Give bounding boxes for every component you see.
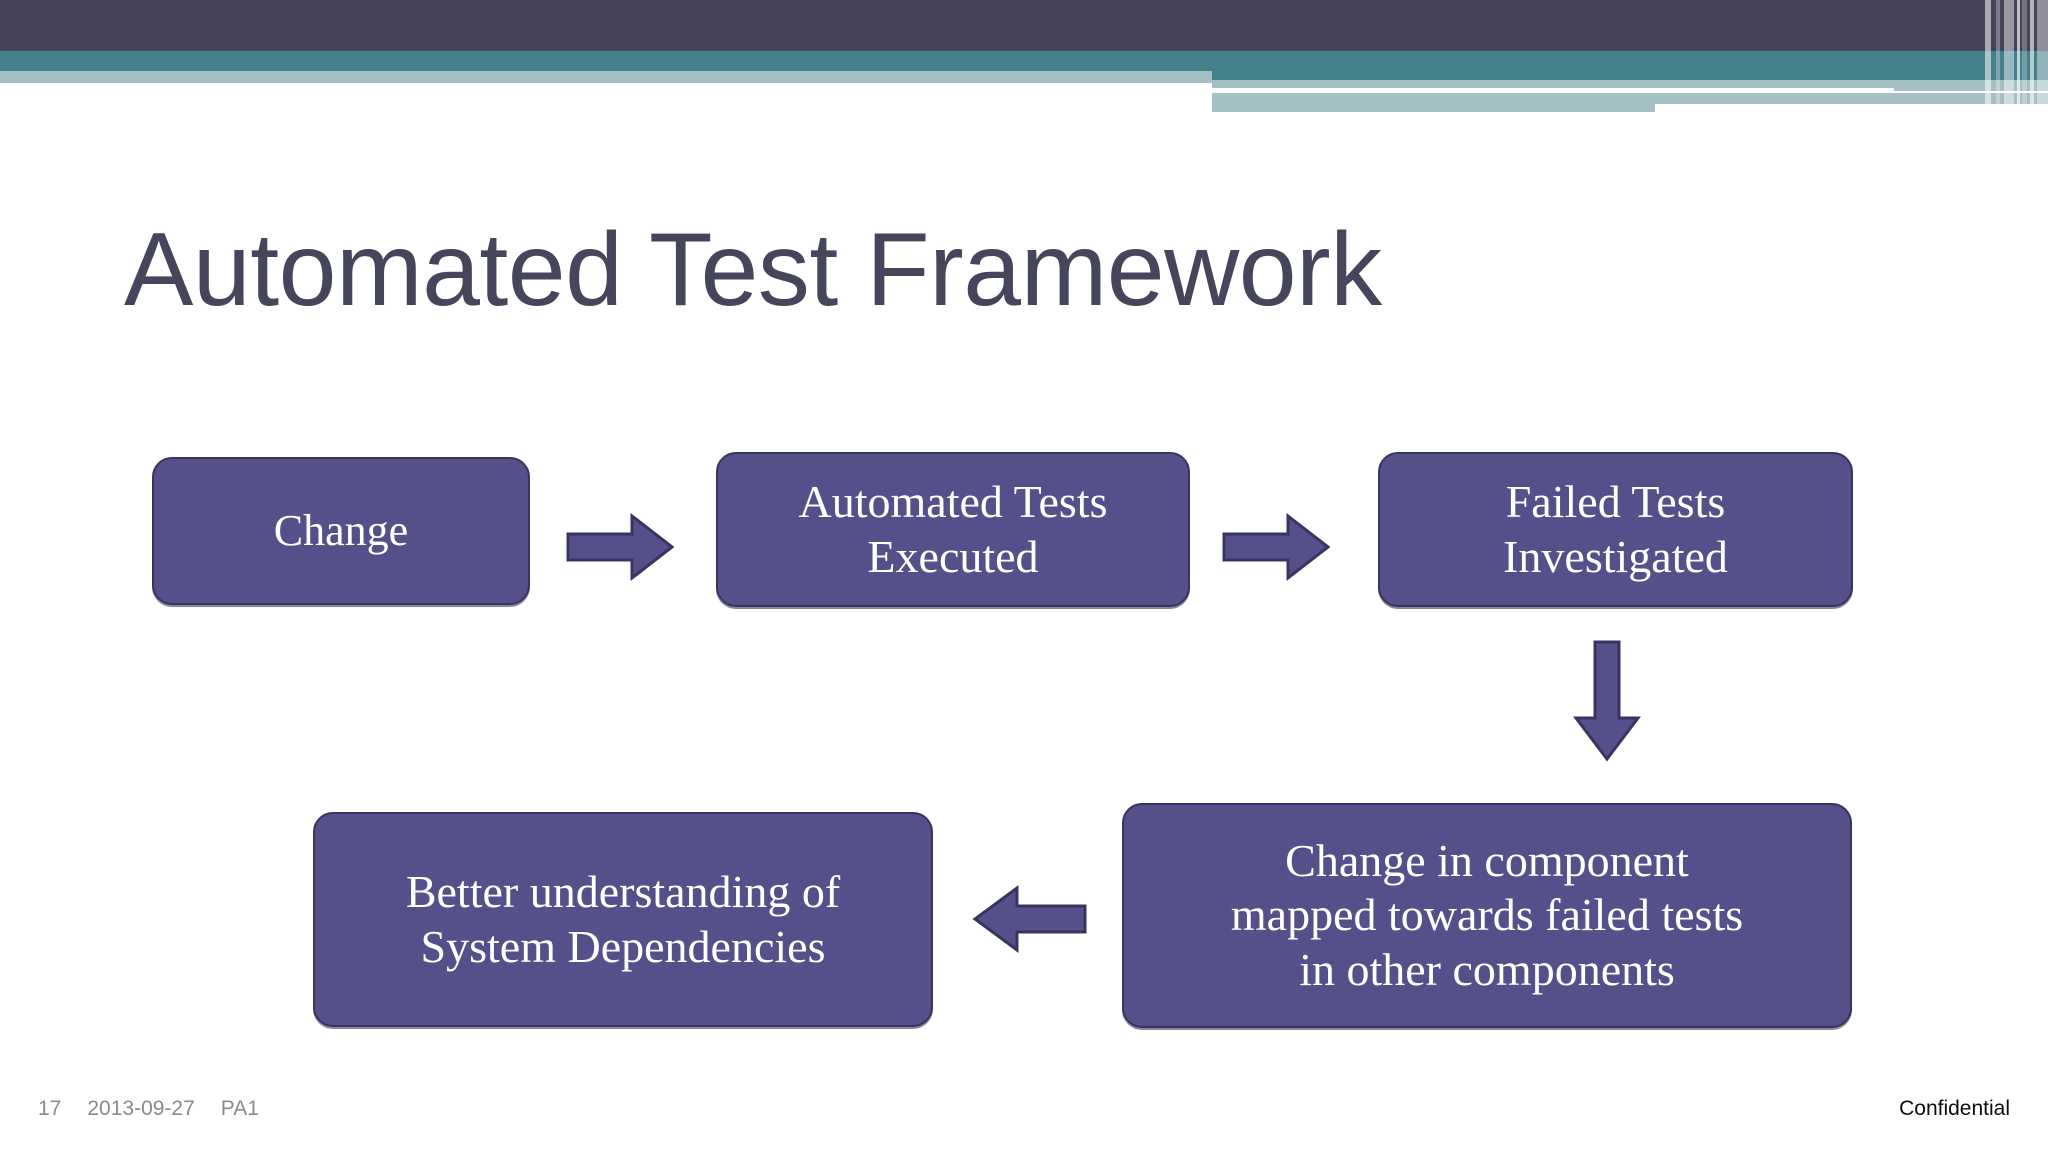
arrow-right-change-to-automated (566, 512, 675, 582)
banner-band-pale-right-1 (1212, 80, 2048, 91)
banner-stripe-2 (2004, 0, 2014, 118)
arrow-right-automated-to-failed (1222, 512, 1331, 582)
slide-footer-left: 17 2013-09-27 PA1 (38, 1097, 259, 1121)
banner-band-teal-right (1212, 51, 2048, 80)
footer-slide-number: 17 (38, 1097, 62, 1120)
flow-node-failed-tests: Failed Tests Investigated (1378, 452, 1853, 607)
slide-title: Automated Test Framework (124, 212, 1382, 328)
flow-node-better-understanding: Better understanding of System Dependenc… (313, 812, 933, 1027)
flow-node-change-in-component-label: Change in component mapped towards faile… (1230, 835, 1744, 995)
banner-stripe-3 (2017, 0, 2020, 118)
flow-node-better-understanding-label: Better understanding of System Dependenc… (405, 866, 841, 972)
slide-banner (0, 0, 2048, 118)
flow-node-failed-tests-label: Failed Tests Investigated (1503, 476, 1728, 582)
footer-classification: Confidential (1899, 1097, 2010, 1120)
footer-revision: PA1 (220, 1097, 259, 1120)
banner-band-dark (0, 0, 2048, 51)
flow-node-automated-tests-label: Automated Tests Executed (798, 476, 1108, 582)
banner-band-white-right-1 (1212, 88, 1894, 95)
banner-stripe-5 (2030, 0, 2034, 118)
arrow-left-change-component-to-better (972, 885, 1087, 953)
banner-stripe-1 (1996, 0, 2000, 118)
footer-date: 2013-09-27 (87, 1097, 195, 1120)
banner-band-white-right-2 (1655, 104, 2048, 116)
flow-node-change-in-component: Change in component mapped towards faile… (1122, 803, 1852, 1028)
flow-node-change-label: Change (273, 506, 409, 556)
banner-stripe-4 (2022, 0, 2027, 118)
flow-node-automated-tests: Automated Tests Executed (716, 452, 1190, 607)
banner-stripe-0 (1985, 0, 1991, 118)
banner-stripe-6 (2037, 0, 2048, 118)
flow-node-change: Change (152, 457, 530, 605)
banner-band-pale-left (0, 71, 1212, 83)
arrow-down-failed-to-change-component (1572, 640, 1642, 762)
